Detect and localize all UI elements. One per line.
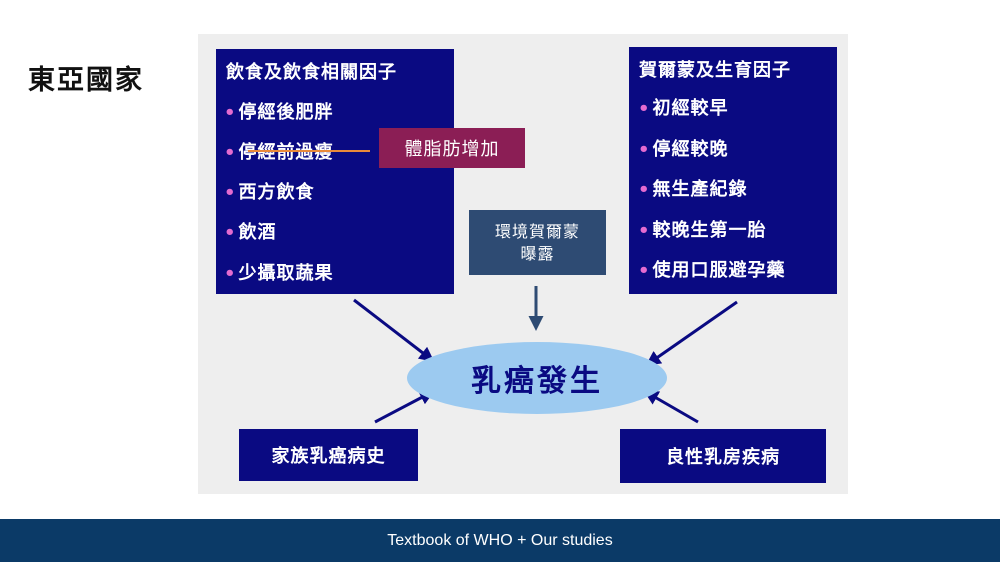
diet-factors-box: 飲食及飲食相關因子 •停經後肥胖 •停經前過瘦 •西方飲食 •飲酒 •少攝取蔬果 (216, 49, 454, 294)
strikethrough-line (248, 150, 370, 152)
bullet-icon: • (638, 179, 651, 200)
hormone-item-label: 使用口服避孕藥 (652, 260, 786, 281)
diet-item-struck: •停經前過瘦 (224, 138, 370, 164)
diet-item-label: 停經前過瘦 (238, 142, 334, 163)
breast-cancer-ellipse: 乳癌發生 (407, 342, 667, 414)
bullet-icon: • (638, 98, 651, 119)
diet-item: •西方飲食 (224, 178, 315, 204)
diet-item: •停經後肥胖 (224, 98, 334, 124)
hormone-item-label: 較晚生第一胎 (652, 220, 767, 241)
bullet-icon: • (224, 142, 237, 163)
environmental-hormone-box: 環境賀爾蒙 曝露 (469, 210, 606, 275)
environmental-hormone-line2: 曝露 (520, 243, 555, 263)
bullet-icon: • (224, 263, 237, 284)
bullet-icon: • (638, 139, 651, 160)
diet-item: •飲酒 (224, 218, 277, 244)
hormone-item: •停經較晚 (638, 135, 729, 161)
diet-item-label: 西方飲食 (238, 182, 315, 203)
hormone-item: •較晚生第一胎 (638, 216, 767, 242)
hormone-item: •使用口服避孕藥 (638, 256, 786, 282)
breast-cancer-label: 乳癌發生 (471, 364, 603, 399)
bullet-icon: • (638, 220, 651, 241)
diet-item-label: 停經後肥胖 (238, 102, 334, 123)
bullet-icon: • (224, 102, 237, 123)
hormone-factors-title: 賀爾蒙及生育因子 (639, 60, 791, 81)
diet-item: •少攝取蔬果 (224, 259, 334, 285)
hormone-item-label: 初經較早 (652, 98, 729, 119)
benign-breast-disease-box: 良性乳房疾病 (620, 429, 826, 483)
family-history-box: 家族乳癌病史 (239, 429, 418, 481)
environmental-hormone-line1: 環境賀爾蒙 (494, 221, 580, 241)
hormone-item-label: 停經較晚 (652, 139, 729, 160)
hormone-item-label: 無生產紀錄 (652, 179, 748, 200)
arrow-diet-to-center (353, 298, 435, 362)
hormone-item: •無生產紀錄 (638, 175, 748, 201)
hormone-factors-box: 賀爾蒙及生育因子 •初經較早 •停經較晚 •無生產紀錄 •較晚生第一胎 •使用口… (629, 47, 837, 294)
arrow-benign-to-center (643, 390, 699, 424)
page-title: 東亞國家 (28, 65, 144, 96)
body-fat-callout: 體脂肪增加 (379, 128, 525, 168)
diet-item-label: 飲酒 (238, 222, 277, 243)
footer-bar: Textbook of WHO + Our studies (0, 519, 1000, 562)
diet-item-label: 少攝取蔬果 (238, 263, 334, 284)
bullet-icon: • (638, 260, 651, 281)
bullet-icon: • (224, 182, 237, 203)
arrow-hormone-to-center (645, 300, 738, 366)
bullet-icon: • (224, 222, 237, 243)
arrow-family-to-center (374, 390, 435, 424)
hormone-item: •初經較早 (638, 94, 729, 120)
footer-source-text: Textbook of WHO + Our studies (387, 531, 613, 549)
diet-factors-title: 飲食及飲食相關因子 (226, 62, 397, 83)
